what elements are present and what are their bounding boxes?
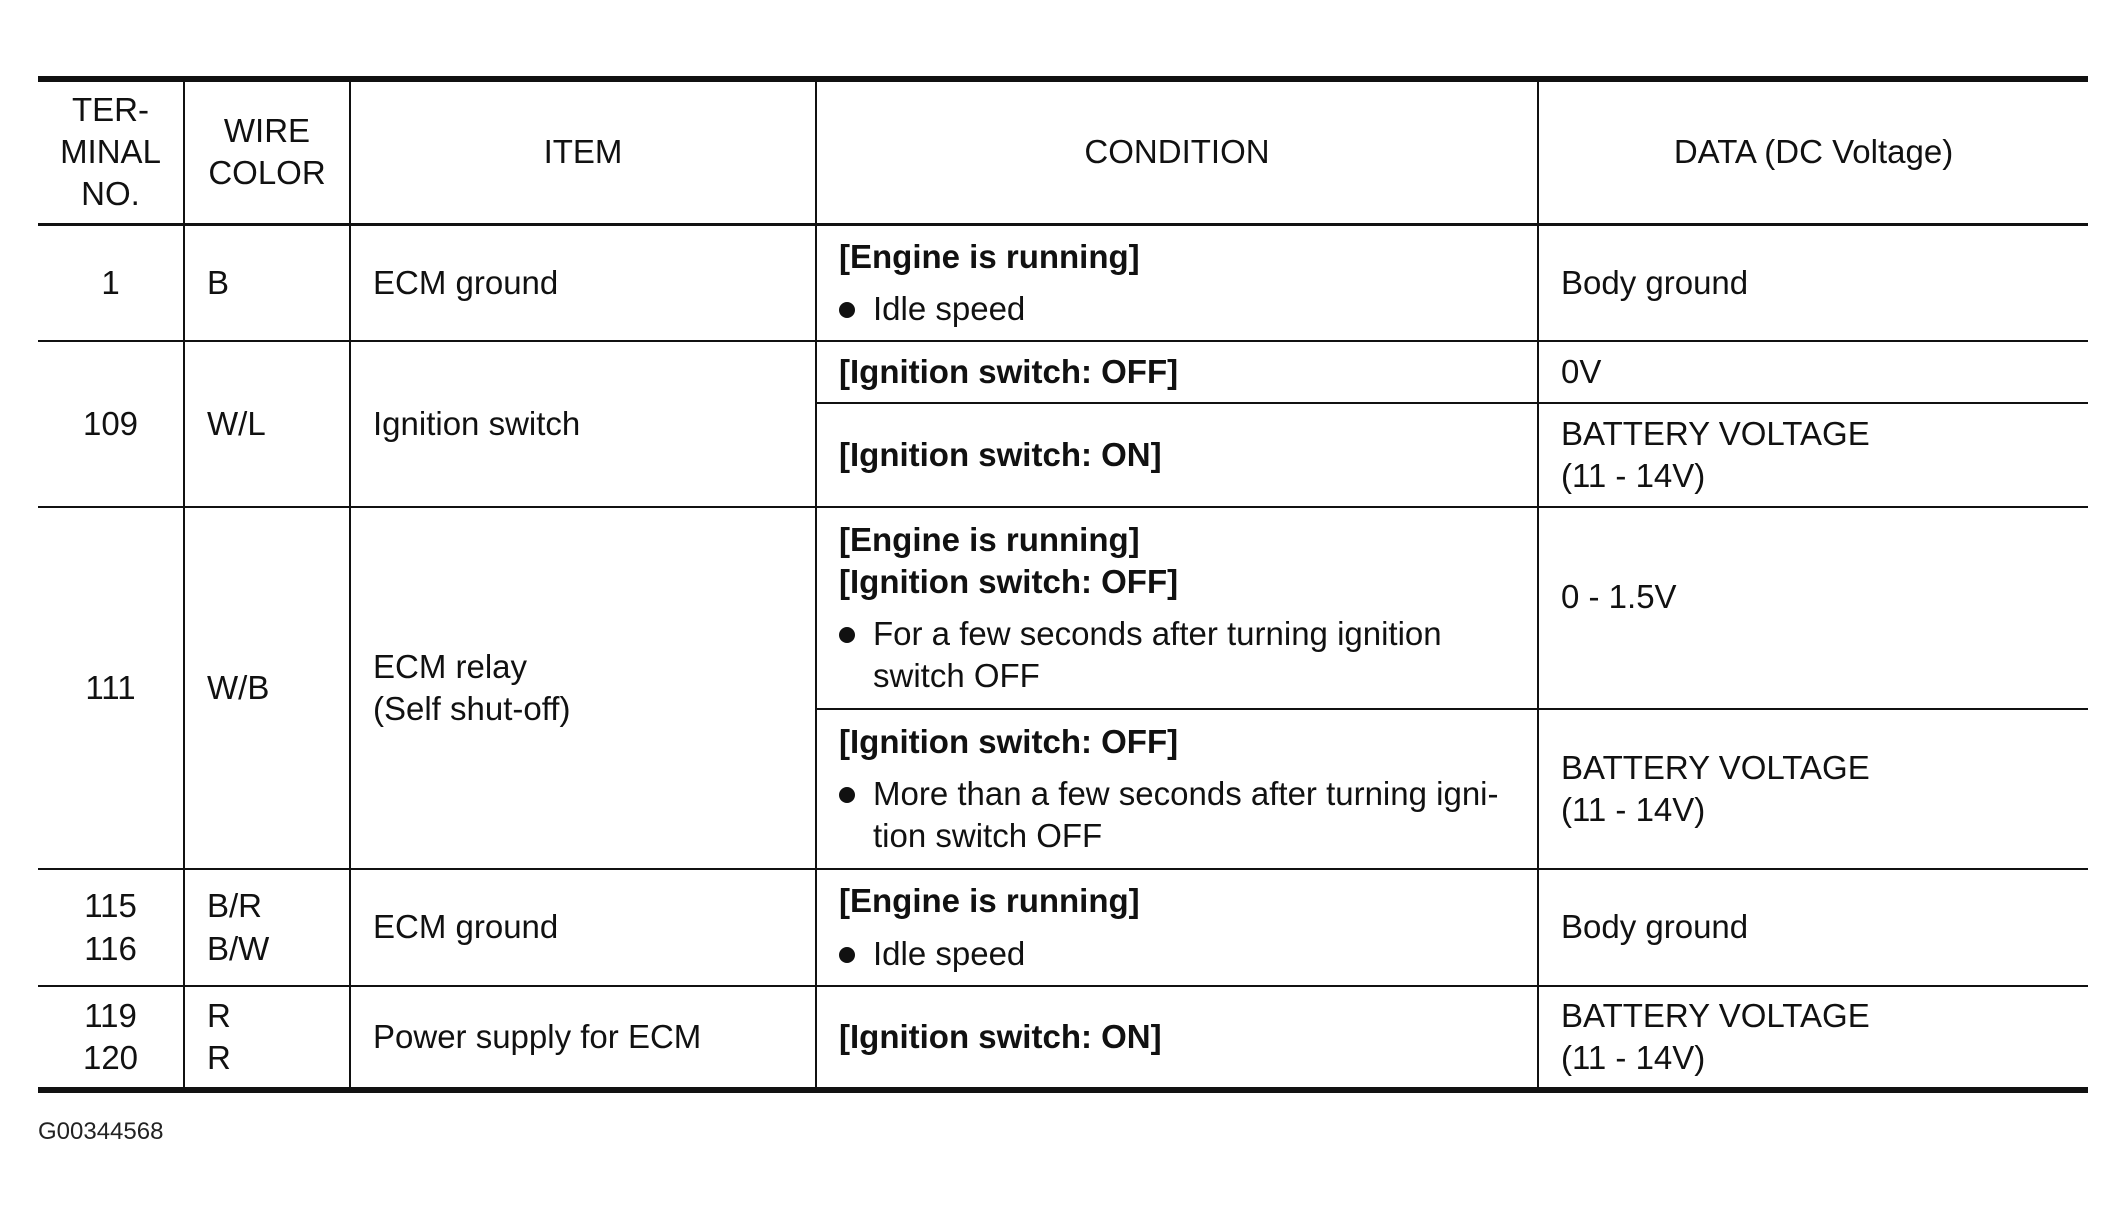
terminal-no-cell: 1 <box>38 223 185 342</box>
condition-cell: [Engine is running] Idle speed <box>815 868 1539 987</box>
header-item: ITEM <box>349 78 817 226</box>
table-row-terminal-119-120: 119 120 R R Power supply for ECM [Igniti… <box>38 985 2088 1091</box>
data-cell: 0 - 1.5V <box>1537 506 2088 710</box>
item-cell: ECM relay (Self shut-off) <box>349 506 817 870</box>
terminal-no-cell: 115 116 <box>38 868 185 987</box>
condition-heading: [Engine is running] <box>839 882 1140 920</box>
data-cell: Body ground <box>1537 223 2088 342</box>
data-cell: BATTERY VOLTAGE (11 - 14V) <box>1537 708 2088 870</box>
terminal-no-cell: 111 <box>38 506 185 870</box>
item-cell: ECM ground <box>349 223 817 342</box>
condition-heading: [Ignition switch: OFF] <box>839 562 1179 600</box>
wire-color-cell: W/L <box>183 340 351 508</box>
header-terminal-no: TER- MINAL NO. <box>38 78 185 226</box>
condition-cell: [Engine is running] Idle speed <box>815 223 1539 342</box>
condition-heading: [Ignition switch: OFF] <box>839 722 1179 760</box>
data-cell: BATTERY VOLTAGE (11 - 14V) <box>1537 402 2088 508</box>
table-row-terminal-1: 1 B ECM ground [Engine is running] Idle … <box>38 223 2088 342</box>
table-row-terminal-115-116: 115 116 B/R B/W ECM ground [Engine is ru… <box>38 868 2088 987</box>
item-cell: Power supply for ECM <box>349 985 817 1091</box>
condition-heading: [Ignition switch: ON] <box>839 435 1162 473</box>
condition-bullet: For a few seconds after turning ignition… <box>839 613 1515 697</box>
header-condition: CONDITION <box>815 78 1539 226</box>
wire-color-cell: R R <box>183 985 351 1091</box>
condition-heading: [Engine is running] <box>839 237 1140 275</box>
condition-bullet: Idle speed <box>839 288 1515 330</box>
item-cell: Ignition switch <box>349 340 817 508</box>
bullet-dot-icon <box>839 627 855 643</box>
table-row-terminal-109-sub: [Ignition switch: ON] BATTERY VOLTAGE (1… <box>38 402 2088 508</box>
header-wire-color: WIRE COLOR <box>183 78 351 226</box>
wire-color-cell: B/R B/W <box>183 868 351 987</box>
table-row-terminal-111: 111 W/B ECM relay (Self shut-off) [Engin… <box>38 506 2088 870</box>
condition-cell: [Engine is running] [Ignition switch: OF… <box>815 506 1539 710</box>
terminal-no-cell: 119 120 <box>38 985 185 1091</box>
condition-heading: [Ignition switch: OFF] <box>839 352 1179 390</box>
condition-heading: [Ignition switch: ON] <box>839 1017 1162 1055</box>
table-row-terminal-109: 109 W/L Ignition switch [Ignition switch… <box>38 340 2088 508</box>
bullet-dot-icon <box>839 301 855 318</box>
figure-id-footnote: G00344568 <box>38 1118 164 1145</box>
condition-cell: [Ignition switch: OFF] More than a few s… <box>816 708 1539 870</box>
item-cell: ECM ground <box>349 868 817 987</box>
condition-heading: [Engine is running] <box>839 520 1140 558</box>
data-cell: BATTERY VOLTAGE (11 - 14V) <box>1537 985 2088 1091</box>
bullet-dot-icon <box>839 946 855 963</box>
table-row-terminal-111-sub: [Ignition switch: OFF] More than a few s… <box>38 708 2088 870</box>
header-data: DATA (DC Voltage) <box>1537 78 2088 226</box>
condition-cell: [Ignition switch: ON] <box>815 985 1539 1091</box>
condition-bullet: More than a few seconds after turning ig… <box>839 773 1515 857</box>
condition-cell: [Ignition switch: OFF] <box>815 340 1539 404</box>
wire-color-cell: B <box>183 223 351 342</box>
condition-bullet: Idle speed <box>839 933 1515 975</box>
header-row: TER- MINAL NO. WIRE COLOR ITEM CONDITION… <box>38 78 2088 226</box>
bullet-dot-icon <box>839 786 855 803</box>
ecm-terminal-table-container: TER- MINAL NO. WIRE COLOR ITEM CONDITION… <box>38 76 2088 1093</box>
wire-color-cell: W/B <box>183 506 351 870</box>
ecm-terminal-table: TER- MINAL NO. WIRE COLOR ITEM CONDITION… <box>38 76 2088 1093</box>
condition-cell: [Ignition switch: ON] <box>816 402 1539 508</box>
data-cell: Body ground <box>1537 868 2088 987</box>
data-cell: 0V <box>1537 340 2088 404</box>
terminal-no-cell: 109 <box>38 340 185 508</box>
